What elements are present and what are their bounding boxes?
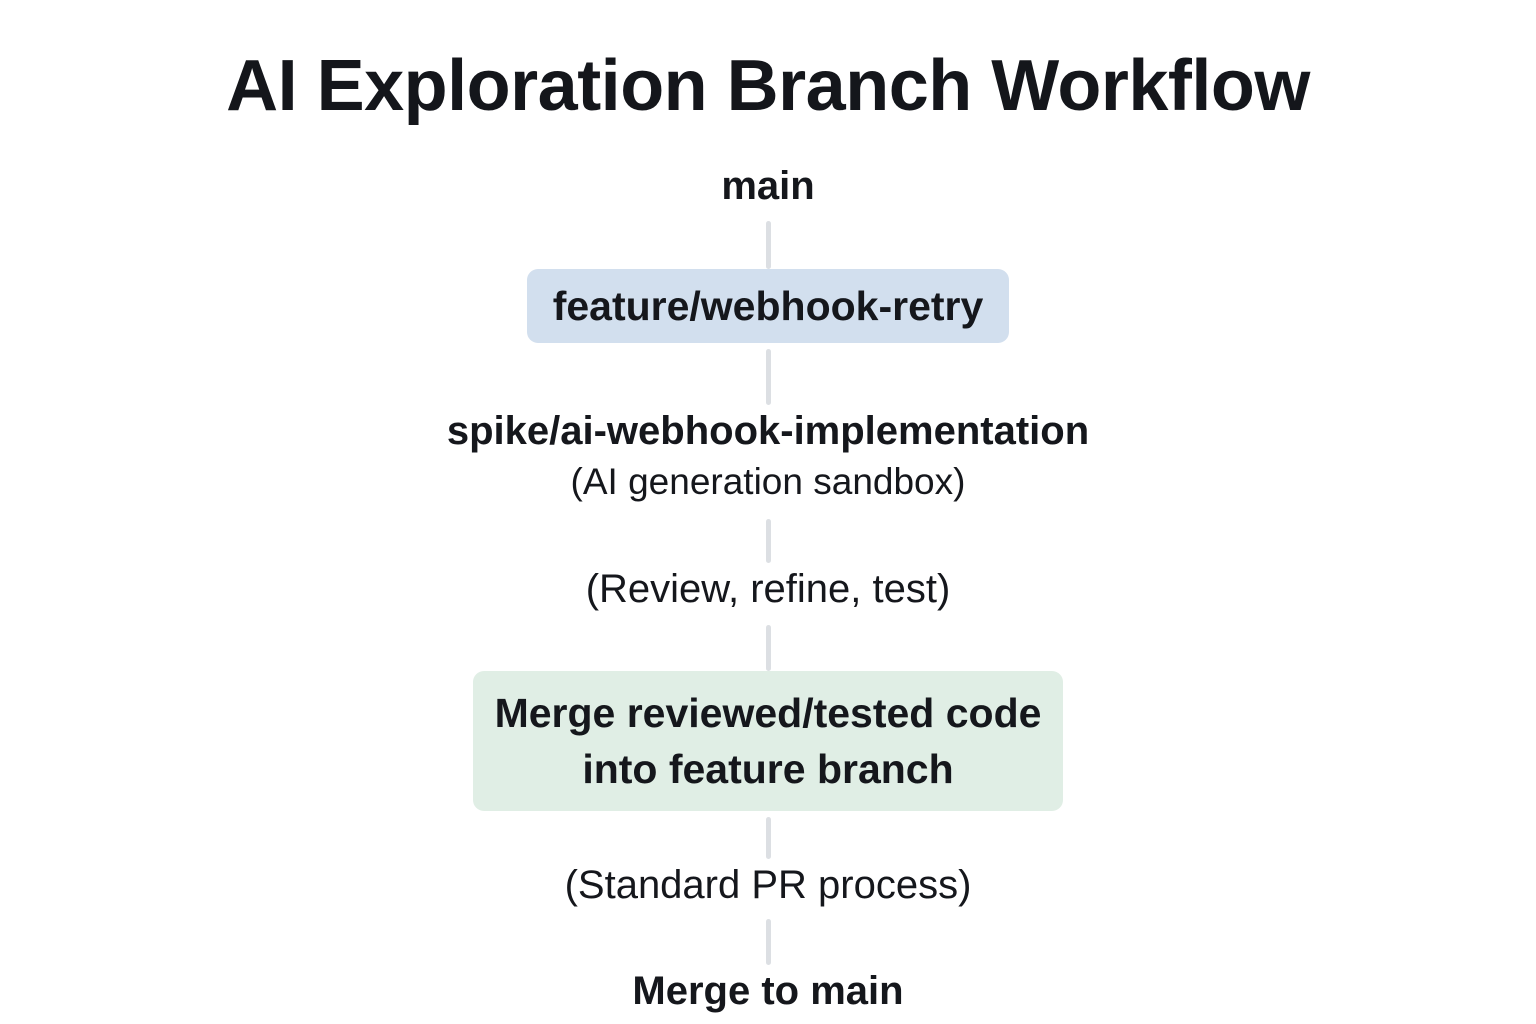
connector-pr-to-main bbox=[765, 919, 771, 965]
node-main: main bbox=[0, 160, 1536, 212]
connector-spike-to-review bbox=[765, 519, 771, 563]
node-spike-branch-label: spike/ai-webhook-implementation bbox=[446, 409, 1090, 453]
node-main-label: main bbox=[721, 164, 815, 208]
node-pr-step-label: (Standard PR process) bbox=[564, 863, 972, 907]
node-review-step: (Review, refine, test) bbox=[0, 563, 1536, 615]
node-merge-into-feature-line1: Merge reviewed/tested code bbox=[494, 690, 1042, 736]
node-merge-to-main-label: Merge to main bbox=[632, 969, 904, 1013]
node-merge-into-feature-row: Merge reviewed/tested code into feature … bbox=[0, 671, 1536, 811]
connector-review-to-merge bbox=[765, 625, 771, 671]
node-merge-to-main: Merge to main bbox=[0, 965, 1536, 1017]
connector-merge-to-pr bbox=[765, 817, 771, 859]
connector-feature-to-spike bbox=[765, 349, 771, 405]
connector-main-to-feature bbox=[765, 221, 771, 269]
node-spike-branch-sublabel: (AI generation sandbox) bbox=[570, 461, 966, 502]
node-merge-into-feature[interactable]: Merge reviewed/tested code into feature … bbox=[472, 671, 1064, 811]
node-merge-into-feature-line2: into feature branch bbox=[582, 746, 954, 792]
node-feature-branch[interactable]: feature/webhook-retry bbox=[526, 269, 1010, 343]
node-spike-branch: spike/ai-webhook-implementation (AI gene… bbox=[0, 405, 1536, 507]
node-feature-branch-row: feature/webhook-retry bbox=[0, 269, 1536, 343]
page-title: AI Exploration Branch Workflow bbox=[226, 46, 1310, 126]
node-pr-step: (Standard PR process) bbox=[0, 859, 1536, 911]
workflow-flow: main feature/webhook-retry spike/ai-webh… bbox=[0, 160, 1536, 1017]
node-review-step-label: (Review, refine, test) bbox=[585, 567, 951, 611]
